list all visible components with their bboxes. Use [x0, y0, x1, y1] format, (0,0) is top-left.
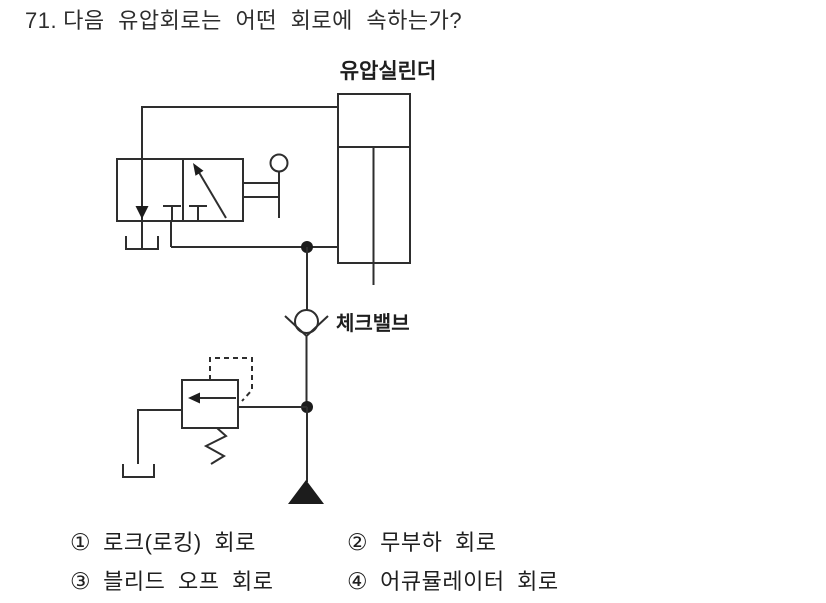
question-title: 71.다음 유압회로는 어떤 회로에 속하는가?	[25, 7, 462, 35]
cylinder-label: 유압실린더	[340, 60, 437, 83]
option-3-label: 블리드 오프 회로	[103, 569, 274, 594]
tank-icon-relief	[122, 464, 155, 478]
check-valve-icon	[284, 309, 329, 338]
directional-valve-icon	[116, 153, 289, 248]
blocked-port-icons	[163, 205, 207, 221]
option-2-label: 무부하 회로	[380, 530, 497, 555]
option-4: ④ 어큐뮬레이터 회로	[347, 566, 559, 597]
option-1-number: ①	[70, 529, 92, 555]
pressure-source-icon	[288, 480, 324, 504]
relief-arrowhead	[188, 392, 200, 404]
option-3: ③ 블리드 오프 회로	[70, 566, 274, 597]
pilot-line	[209, 357, 253, 402]
option-2: ② 무부하 회로	[347, 527, 496, 558]
push-button-actuator-icon	[243, 153, 289, 218]
tank-icon-valve	[125, 236, 159, 250]
option-1: ① 로크(로킹) 회로	[70, 527, 256, 558]
pipe-relief-outlet	[137, 409, 182, 464]
hydraulic-cylinder-icon	[337, 93, 411, 285]
check-valve-label: 체크밸브	[336, 312, 410, 335]
down-arrowhead	[135, 206, 149, 219]
flow-arrowhead	[193, 163, 204, 176]
option-4-number: ④	[347, 568, 369, 594]
pipe-cylinder-to-valve	[141, 106, 338, 159]
option-4-label: 어큐뮬레이터 회로	[380, 569, 559, 594]
option-2-number: ②	[347, 529, 369, 555]
option-3-number: ③	[70, 568, 92, 594]
question-text: 다음 유압회로는 어떤 회로에 속하는가?	[63, 8, 463, 33]
relief-valve-icon	[181, 357, 253, 465]
question-number: 71.	[25, 8, 58, 33]
option-1-label: 로크(로킹) 회로	[103, 530, 256, 555]
spring-icon	[203, 427, 228, 465]
